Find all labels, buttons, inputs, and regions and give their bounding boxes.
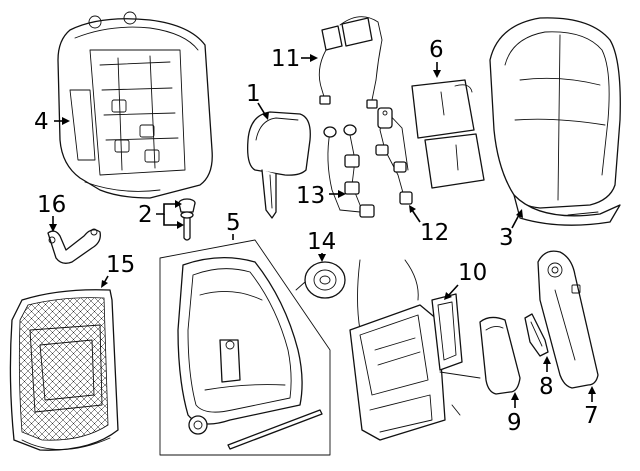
- callout-9: 9: [507, 410, 522, 436]
- part-9-side-panel: [479, 316, 521, 395]
- callout-lines: [49, 54, 596, 408]
- part-14-recliner: [295, 261, 346, 299]
- callout-3: 3: [499, 225, 514, 251]
- callout-10: 10: [458, 260, 487, 286]
- callout-13: 13: [296, 183, 325, 209]
- part-10-frame-assembly: [349, 259, 481, 441]
- callout-1: 1: [246, 81, 261, 107]
- part-6-pad-panels: [411, 79, 485, 189]
- callout-15: 15: [106, 252, 135, 278]
- callout-12: 12: [420, 220, 449, 246]
- callout-16: 16: [37, 192, 66, 218]
- callout-2: 2: [138, 202, 153, 228]
- part-8-clip: [524, 313, 549, 357]
- part-4-seat-back-panel: [57, 11, 213, 199]
- callout-11: 11: [271, 46, 300, 72]
- callout-6: 6: [429, 37, 444, 63]
- part-16-bracket: [47, 228, 101, 264]
- part-2-pins: [178, 198, 196, 241]
- part-5-seat-back-frame: [159, 239, 331, 456]
- callout-4: 4: [34, 109, 49, 135]
- part-15-cushion-frame: [9, 289, 119, 451]
- part-11-harness: [318, 16, 383, 109]
- part-7-side-cover: [537, 250, 599, 389]
- callout-5: 5: [226, 210, 241, 236]
- callout-7: 7: [584, 403, 599, 429]
- callout-labels: 1 2 3 4 5 6 7 8 9 10 11 12 13 14 15 16: [34, 37, 599, 436]
- part-1-headrest: [247, 111, 311, 219]
- part-13-harness: [323, 124, 375, 218]
- callout-14: 14: [307, 229, 336, 255]
- part-12-harness: [375, 107, 413, 205]
- callout-8: 8: [539, 374, 554, 400]
- part-3-seat-back-cover: [489, 17, 621, 226]
